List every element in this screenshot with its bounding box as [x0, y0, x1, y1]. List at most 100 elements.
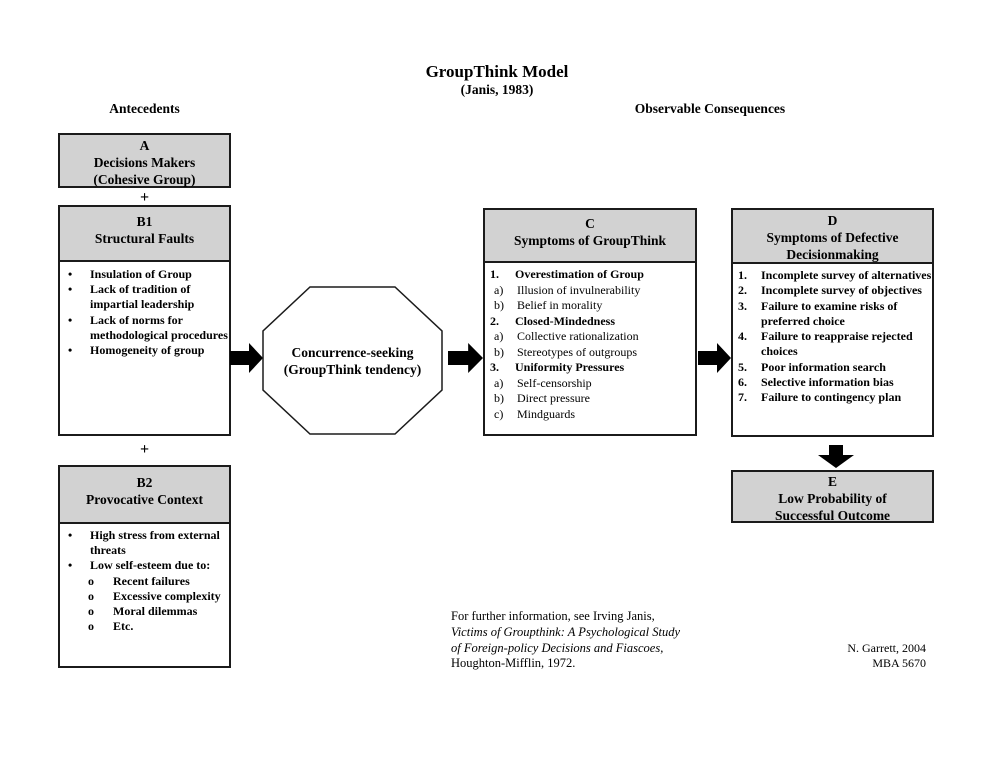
- number-marker: 3.: [738, 298, 747, 313]
- letter-marker: a): [494, 329, 504, 343]
- circle-marker: o: [88, 588, 94, 603]
- number-marker: 1.: [490, 267, 499, 281]
- footer-line: of Foreign-policy Decisions and Fiascoes…: [451, 640, 664, 655]
- list-item-text: Poor information search: [761, 359, 886, 374]
- list-item: 7.Failure to contingency plan: [733, 390, 932, 405]
- box-a-title-line: (Cohesive Group): [93, 172, 196, 187]
- box-c-title: Symptoms of GroupThink: [513, 233, 667, 248]
- arrow-right-icon: [698, 343, 731, 373]
- bullet-marker: •: [68, 312, 73, 327]
- list-item-text: Moral dilemmas: [113, 604, 198, 619]
- list-item-text: Homogeneity of group: [90, 343, 205, 358]
- number-marker: 2.: [738, 283, 747, 298]
- bullet-marker: •: [68, 343, 73, 358]
- list-item: •High stress from external threats: [60, 528, 229, 558]
- number-marker: 5.: [738, 359, 747, 374]
- list-item: 2. Closed-Mindedness: [485, 314, 695, 330]
- letter-marker: c): [494, 406, 504, 421]
- list-item-text: Illusion of invulnerability: [517, 282, 641, 297]
- box-c-code: C: [585, 216, 595, 231]
- list-item-text: Lack of tradition of impartial leadershi…: [90, 282, 195, 312]
- box-b1-title: Structural Faults: [94, 231, 195, 246]
- credit-line: MBA 5670: [872, 656, 926, 670]
- list-item: b) Belief in morality: [485, 298, 695, 314]
- page-subtitle: (Janis, 1983): [460, 82, 534, 97]
- list-item: b)Direct pressure: [485, 391, 695, 407]
- letter-marker: b): [494, 298, 504, 312]
- letter-marker: a): [494, 282, 504, 297]
- list-item-text: Overestimation of Group: [515, 267, 644, 281]
- box-a-title-line: Decisions Makers: [93, 155, 196, 170]
- box-a-code: A: [139, 138, 150, 153]
- list-item-text: Belief in morality: [517, 298, 603, 312]
- footer-line: Houghton-Mifflin, 1972.: [451, 656, 576, 671]
- letter-marker: a): [494, 375, 504, 390]
- list-item-text: Direct pressure: [517, 391, 590, 405]
- box-d-header: D Symptoms of Defective Decisionmaking: [733, 210, 932, 264]
- list-item-text: Mindguards: [517, 406, 575, 421]
- page-title: GroupThink Model: [425, 62, 569, 81]
- list-item-text: Uniformity Pressures: [515, 360, 625, 374]
- octagon-label: Concurrence-seeking (GroupThink tendency…: [262, 286, 443, 435]
- list-item: • Homogeneity of group: [60, 343, 229, 358]
- list-item: 5. Poor information search: [733, 360, 932, 375]
- box-c-body: 1. Overestimation of Group a) Illusion of …: [485, 263, 695, 422]
- credit: N. Garrett, 2004 MBA 5670: [847, 641, 926, 671]
- list-item-text: Collective rationalization: [517, 329, 639, 343]
- list-item: 2. Incomplete survey of objectives: [733, 283, 932, 298]
- bullet-marker: •: [68, 558, 73, 573]
- list-item: 1. Overestimation of Group: [485, 267, 695, 283]
- list-item-text: Stereotypes of outgroups: [517, 344, 637, 359]
- bullet-marker: •: [68, 267, 73, 281]
- list-item-text: Self-censorship: [517, 375, 592, 390]
- box-a-decision-makers: A Decisions Makers (Cohesive Group): [58, 133, 231, 188]
- list-item-text: Failure to reappraise rejected choices: [761, 329, 913, 359]
- box-c-header: C Symptoms of GroupThink: [485, 210, 695, 263]
- list-item: 4. Failure to reappraise rejected choices: [733, 329, 932, 360]
- octagon-label-line: (GroupThink tendency): [283, 361, 422, 377]
- box-b1-code: B1: [136, 214, 153, 229]
- box-d-symptoms-of-defective-decisionmaking: D Symptoms of Defective Decisionmaking 1…: [731, 208, 934, 437]
- number-marker: 2.: [490, 313, 499, 328]
- list-item-text: Closed-Mindedness: [515, 313, 616, 328]
- list-item: 3. Failure to examine risks of preferred …: [733, 299, 932, 330]
- list-item: b)Stereotypes of outgroups: [485, 345, 695, 361]
- box-e-low-probability: E Low Probability of Successful Outcome: [731, 470, 934, 523]
- circle-marker: o: [88, 619, 94, 634]
- list-item-text: Excessive complexity: [113, 588, 221, 603]
- plus-sign: +: [139, 441, 150, 458]
- box-b2-body: •High stress from external threats • Low …: [60, 524, 229, 634]
- plus-sign: +: [139, 189, 150, 206]
- credit-line: N. Garrett, 2004: [847, 641, 926, 655]
- list-item-text: Lack of norms for methodological procedu…: [90, 312, 228, 342]
- list-item: c) Mindguards: [485, 407, 695, 423]
- box-b2-code: B2: [136, 475, 153, 490]
- list-item: • Lack of norms for methodological proced…: [60, 313, 229, 343]
- number-marker: 6.: [738, 375, 747, 390]
- box-b2-header: B2 Provocative Context: [60, 467, 229, 524]
- box-e-title-line: Low Probability of: [778, 491, 887, 506]
- number-marker: 7.: [738, 390, 747, 405]
- circle-marker: o: [88, 573, 94, 588]
- list-item: a) Collective rationalization: [485, 329, 695, 345]
- list-item: 6.Selective information bias: [733, 375, 932, 390]
- list-item: a) Illusion of invulnerability: [485, 283, 695, 299]
- box-b2-title: Provocative Context: [85, 492, 204, 507]
- number-marker: 3.: [490, 360, 499, 374]
- list-item: •Insulation of Group: [60, 267, 229, 282]
- arrow-right-icon: [448, 343, 483, 373]
- list-item-text: Failure to examine risks of preferred ch…: [761, 298, 898, 328]
- octagon-label-line: Concurrence-seeking: [291, 344, 414, 360]
- list-item-text: Incomplete survey of objectives: [761, 283, 922, 298]
- box-c-symptoms-of-groupthink: C Symptoms of GroupThink 1. Overestimatio…: [483, 208, 697, 436]
- number-marker: 4.: [738, 329, 747, 344]
- list-item-text: Low self-esteem due to:: [90, 558, 211, 573]
- observable-consequences-header: Observable Consequences: [634, 101, 786, 116]
- list-item: a) Self-censorship: [485, 376, 695, 392]
- bullet-marker: •: [68, 282, 73, 297]
- box-b1-structural-faults: B1 Structural Faults •Insulation of Grou…: [58, 205, 231, 436]
- box-d-title-line: Symptoms of Defective: [766, 230, 899, 245]
- box-e-code: E: [827, 474, 837, 489]
